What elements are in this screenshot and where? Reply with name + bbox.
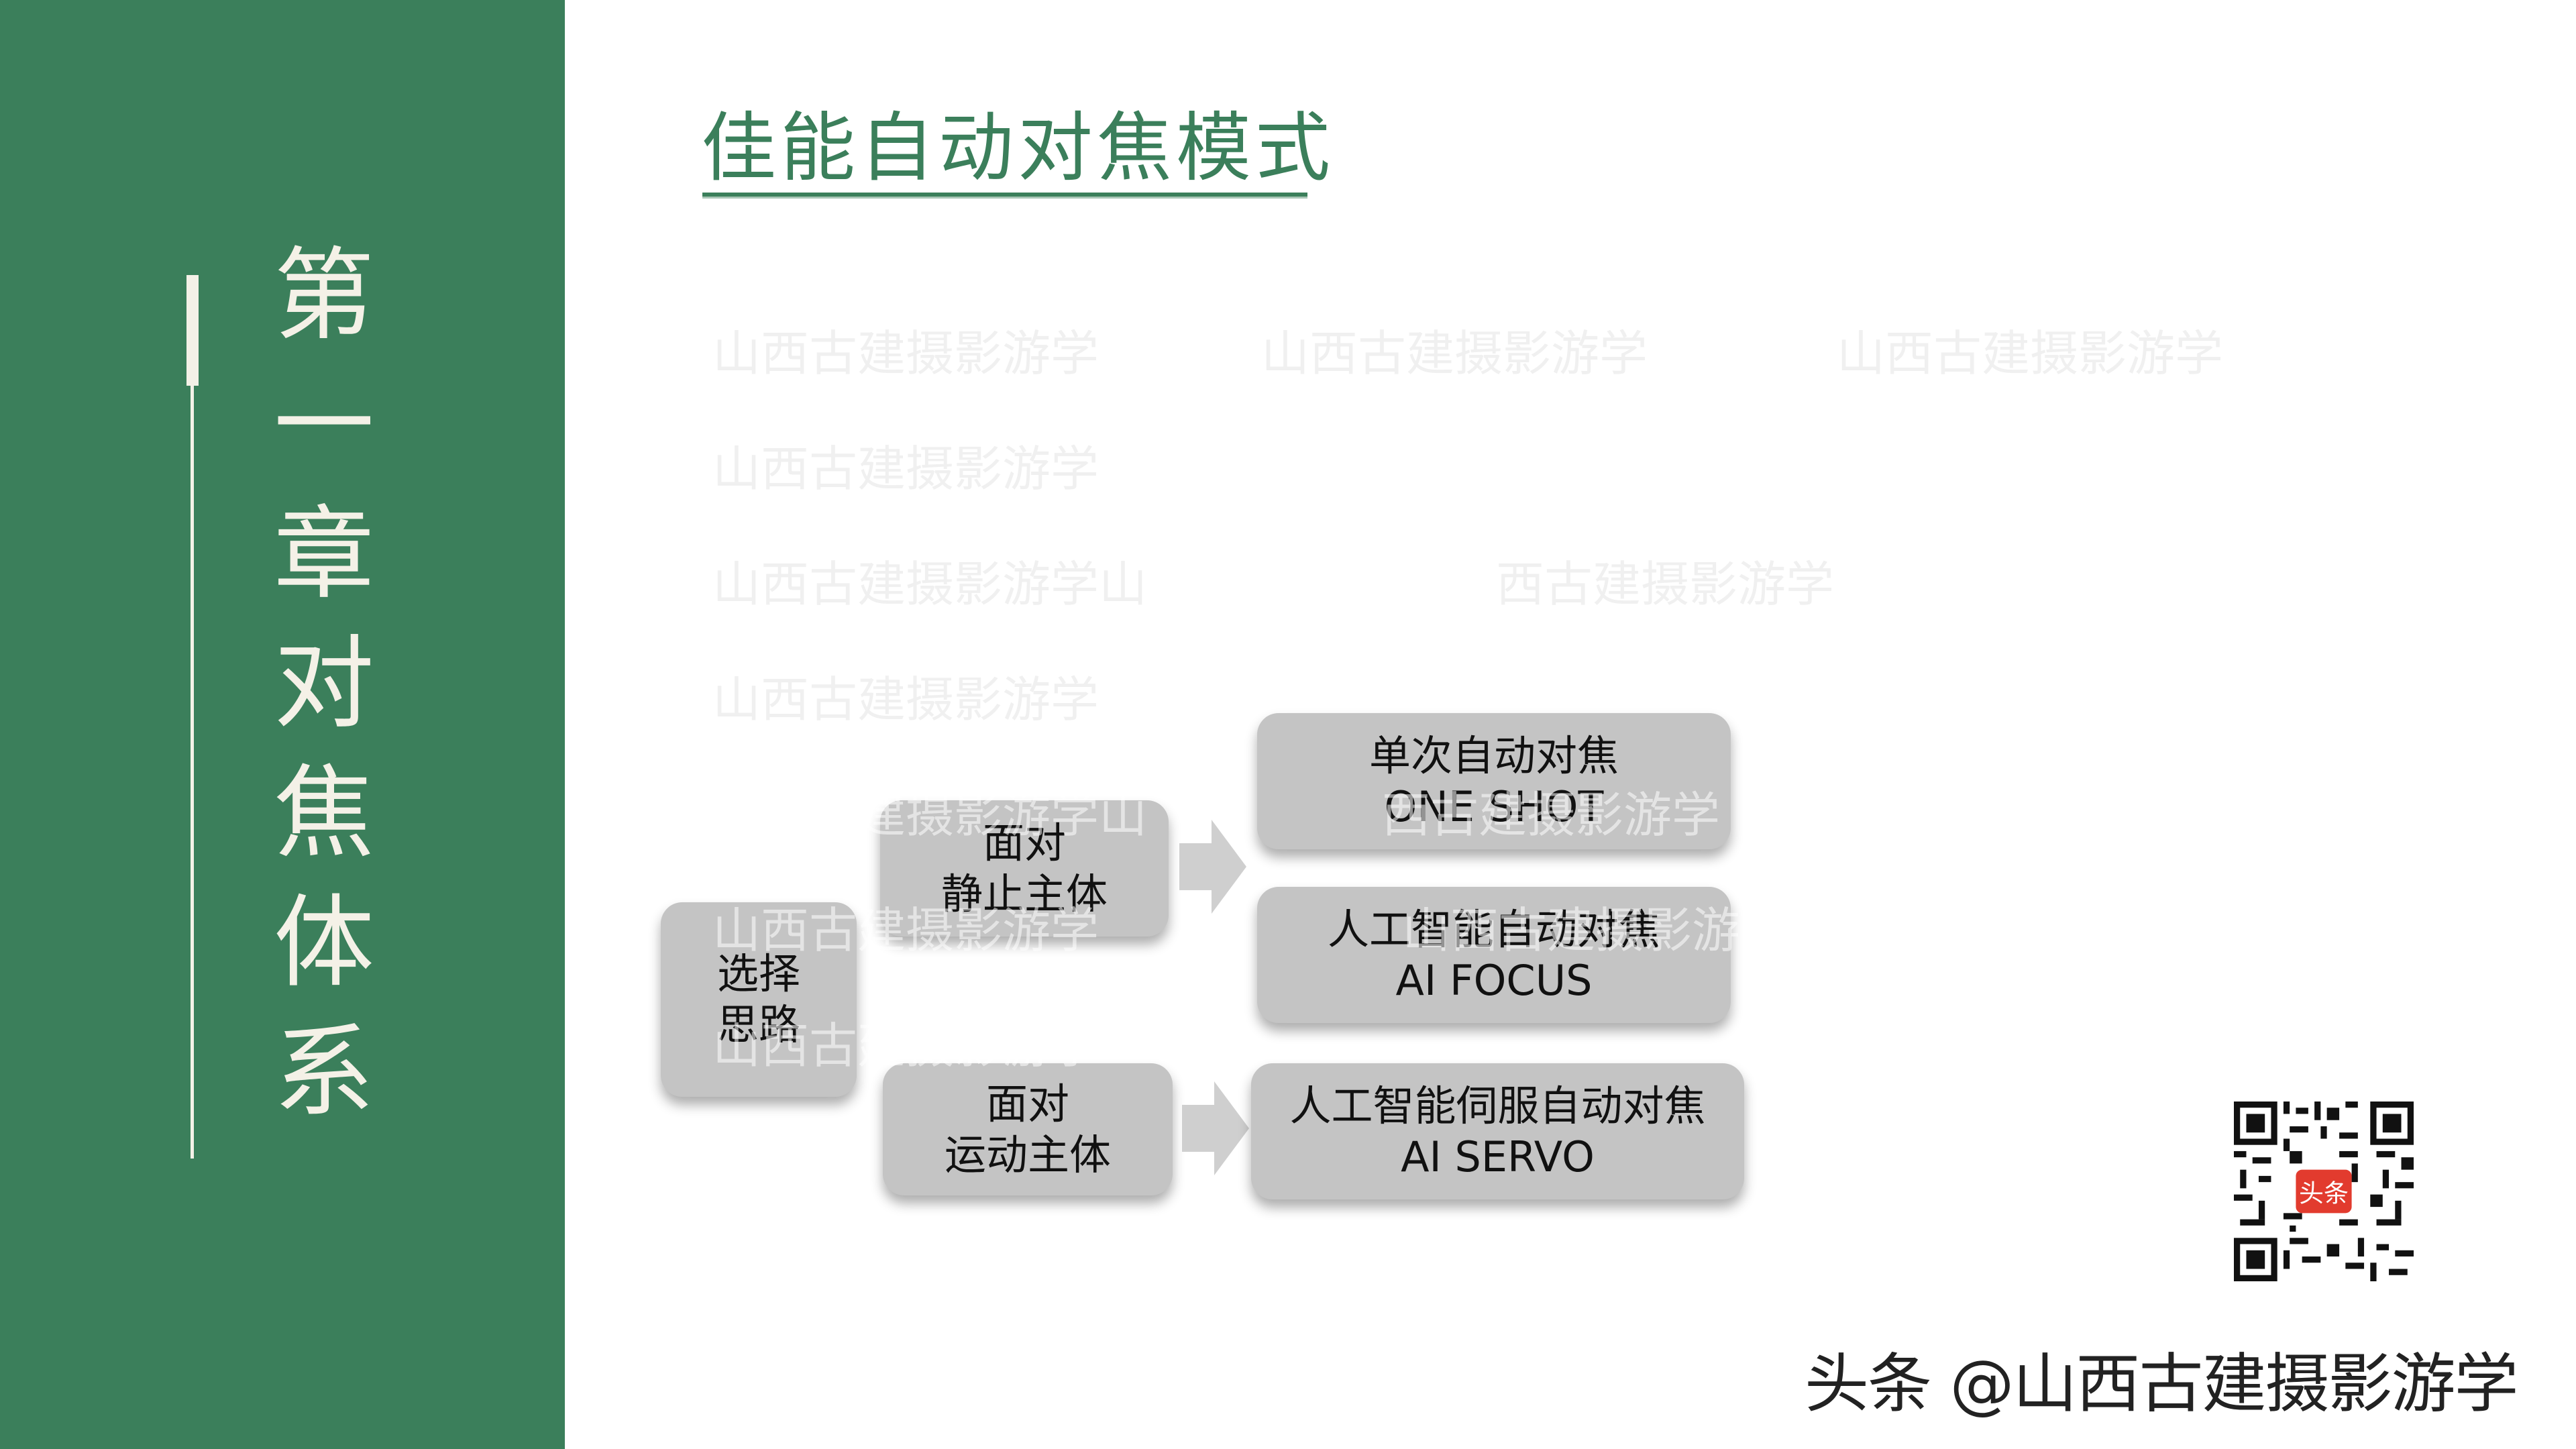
chapter-title: 第 一 章 对 焦 体 系 [267, 231, 381, 1138]
qr-code-icon: 头条 [2234, 1102, 2414, 1281]
node-label: 选择 [716, 949, 800, 998]
node-one-shot: 单次自动对焦 ONE SHOT [1257, 713, 1731, 849]
chapter-char: 对 [273, 626, 374, 743]
chapter-char: 焦 [273, 755, 374, 872]
sidebar-rule [191, 386, 194, 1159]
node-label: 面对 [982, 818, 1066, 867]
chapter-char: 章 [273, 496, 374, 613]
footer-watermark: 头条 @山西古建摄影游学 [1805, 1346, 2519, 1421]
arrow-right-icon [1179, 820, 1246, 914]
node-label: 运动主体 [944, 1130, 1111, 1179]
watermark: 山西古建摄影游学山 [712, 556, 1148, 612]
watermark: 山西古建摄影游学 [712, 672, 1099, 728]
sidebar-accent-bar [186, 275, 199, 386]
watermark: 山西古建摄影游学 [1837, 325, 2224, 382]
node-label: 思路 [716, 1000, 800, 1049]
arrow-right-icon [1182, 1081, 1249, 1175]
qr-badge: 头条 [2299, 1179, 2349, 1208]
chapter-char: 第 [273, 237, 374, 354]
node-selection-approach: 选择 思路 [661, 902, 857, 1097]
chapter-char: 系 [273, 1014, 374, 1131]
node-label: 单次自动对焦 [1368, 731, 1619, 780]
watermark: 山西古建摄影游学 [712, 441, 1099, 497]
node-still-subject: 面对 静止主体 [880, 800, 1169, 936]
node-ai-servo: 人工智能伺服自动对焦 AI SERVO [1251, 1063, 1744, 1199]
node-moving-subject: 面对 运动主体 [883, 1063, 1173, 1195]
watermark: 山西古建摄影游学 [1261, 325, 1648, 382]
node-label: 人工智能自动对焦 [1327, 904, 1660, 954]
node-label: 面对 [985, 1079, 1069, 1128]
watermark: 西古建摄影游学 [1496, 556, 1835, 612]
watermark: 山西古建摄影游学 [712, 325, 1099, 382]
chapter-char: 一 [273, 367, 374, 484]
title-underline [702, 193, 1307, 199]
node-label: ONE SHOT [1384, 782, 1604, 831]
node-label: 人工智能伺服自动对焦 [1289, 1081, 1706, 1130]
slide-title: 佳能自动对焦模式 [701, 105, 1334, 192]
node-ai-focus: 人工智能自动对焦 AI FOCUS [1257, 887, 1731, 1023]
node-label: AI SERVO [1401, 1132, 1595, 1181]
chapter-char: 体 [273, 885, 374, 1002]
node-label: AI FOCUS [1395, 955, 1593, 1005]
node-label: 静止主体 [941, 869, 1108, 918]
chapter-sidebar: 第 一 章 对 焦 体 系 [0, 0, 565, 1449]
